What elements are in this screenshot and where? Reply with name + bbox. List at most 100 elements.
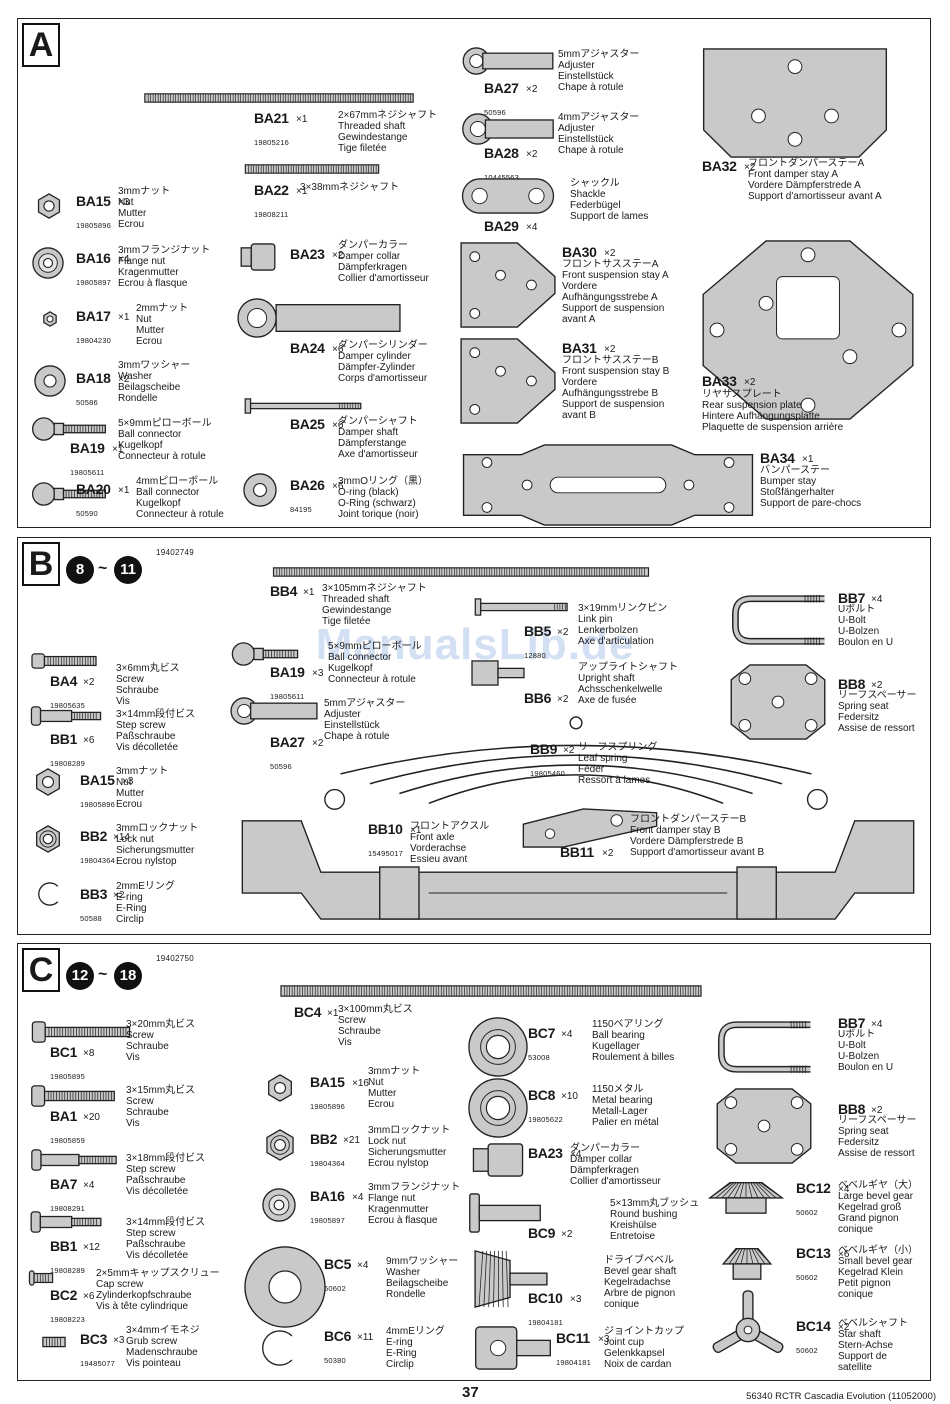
part-id-b-bb5: BB5 xyxy=(524,623,552,639)
part-id-c-bc13: BC13 xyxy=(796,1245,831,1261)
part-name-line: ダンパーシャフト xyxy=(338,416,418,427)
part-name-line: 5×9mmピローボール xyxy=(118,418,212,429)
part-code-b-ba27: 50596 xyxy=(270,762,292,771)
part-name-line: 3×14mm段付ビス xyxy=(126,1217,206,1228)
part-name-line: Vis décolletée xyxy=(116,742,179,753)
part-name-line: Large bevel gear xyxy=(838,1191,914,1202)
part-name-line: 3mmナット xyxy=(368,1066,421,1077)
part-id-a-ba23: BA23 xyxy=(290,246,325,262)
part-quantity-b-ba4: ×2 xyxy=(83,677,95,688)
part-quantity-c-bc1: ×8 xyxy=(83,1048,95,1059)
part-name-line: Ball connector xyxy=(118,429,182,440)
part-name-line: Plaquette de suspension arrière xyxy=(702,422,844,433)
part-id-a-ba34: BA34 xyxy=(760,450,795,466)
part-name-line: Axe de fusée xyxy=(578,695,637,706)
part-name-line: Cap screw xyxy=(96,1279,144,1290)
part-name-line: Front damper stay B xyxy=(630,825,721,836)
part-id-c-bc2: BC2 xyxy=(50,1287,78,1303)
part-name-line: Stern-Achse xyxy=(838,1340,894,1351)
part-id-b-ba4: BA4 xyxy=(50,673,78,689)
part-name-line: Einstellstück xyxy=(558,71,614,82)
part-id-c-ba7: BA7 xyxy=(50,1176,78,1192)
part-name-line: Lock nut xyxy=(368,1136,406,1147)
part-name-line: Ecrou xyxy=(368,1099,395,1110)
part-id-a-ba15: BA15 xyxy=(76,193,111,209)
part-drawing-a-ba29 xyxy=(461,178,555,214)
part-id-c-bb7: BB7 xyxy=(838,1015,866,1031)
part-quantity-a-ba27: ×2 xyxy=(526,84,538,95)
part-quantity-a-ba34: ×1 xyxy=(802,454,814,465)
part-drawing-c-bc4 xyxy=(280,985,702,997)
part-id-c-bc12: BC12 xyxy=(796,1180,831,1196)
part-name-line: Stoßfängerhalter xyxy=(760,487,835,498)
part-name-line: Gelenkkapsel xyxy=(604,1348,665,1359)
part-name-line: Tige filetée xyxy=(338,143,387,154)
part-name-line: Vordere xyxy=(562,377,598,388)
part-drawing-c-bb8 xyxy=(716,1088,812,1164)
part-id-c-bc10: BC10 xyxy=(528,1290,563,1306)
part-name-line: Aufhängungsstrebe B xyxy=(562,388,659,399)
part-quantity-c-bc13: ×6 xyxy=(838,1249,850,1260)
part-name-line: Palier en métal xyxy=(592,1117,659,1128)
part-name-line: Boulon en U xyxy=(838,1062,894,1073)
part-names-a-ba22: 3×38mmネジシャフト xyxy=(300,182,399,193)
part-name-line: Support de xyxy=(838,1351,887,1362)
part-code-a-ba18: 50586 xyxy=(76,398,98,407)
part-name-line: U-Bolt xyxy=(838,615,866,626)
part-name-line: Sicherungsmutter xyxy=(116,845,195,856)
part-id-a-ba27: BA27 xyxy=(484,80,519,96)
part-name-line: 3mmワッシャー xyxy=(118,360,191,371)
part-id-b-bb3: BB3 xyxy=(80,886,108,902)
part-name-line: 3×105mmネジシャフト xyxy=(322,583,427,594)
part-name-line: フロントダンパーステーA xyxy=(748,158,865,169)
part-quantity-b-bb2: ×14 xyxy=(113,832,130,843)
part-name-line: Beilagscheibe xyxy=(386,1278,449,1289)
part-name-line: フロントアクスル xyxy=(410,821,490,832)
part-name-line: Gewindestange xyxy=(338,132,408,143)
part-drawing-b-bb8 xyxy=(730,664,826,740)
part-code-c-ba1: 19805859 xyxy=(50,1136,85,1145)
part-name-line: Aufhängungsstrebe A xyxy=(562,292,658,303)
part-name-line: Kegelrad groß xyxy=(838,1202,902,1213)
part-name-line: Bevel gear shaft xyxy=(604,1266,677,1277)
part-quantity-a-ba25: ×6 xyxy=(332,420,344,431)
part-id-b-bb9: BB9 xyxy=(530,741,558,757)
part-name-line: conique xyxy=(604,1299,640,1310)
part-name-line: Petit pignon xyxy=(838,1278,891,1289)
part-name-line: satellite xyxy=(838,1362,872,1373)
part-name-line: Ball connector xyxy=(328,652,392,663)
part-drawing-a-ba18 xyxy=(34,365,66,397)
part-name-line: Federsitz xyxy=(838,712,880,723)
part-name-line: Ecrou nylstop xyxy=(368,1158,429,1169)
part-quantity-c-bc4: ×1 xyxy=(327,1008,339,1019)
part-name-line: 2mmナット xyxy=(136,303,189,314)
part-name-line: Metal bearing xyxy=(592,1095,653,1106)
part-name-line: Damper collar xyxy=(338,251,401,262)
part-name-line: O-Ring (schwarz) xyxy=(338,498,416,509)
part-code-b-bb5: 12880 xyxy=(524,651,546,660)
part-name-line: Mutter xyxy=(368,1088,397,1099)
part-drawing-a-ba32 xyxy=(702,48,888,158)
bag-letter-b: B xyxy=(22,542,60,586)
part-drawing-a-ba27 xyxy=(462,47,554,75)
part-name-line: Dämpferkragen xyxy=(338,262,407,273)
bag-code-b: 19402749 xyxy=(156,548,194,557)
part-name-line: Screw xyxy=(126,1030,154,1041)
part-drawing-a-ba19 xyxy=(31,417,106,441)
part-name-line: Schraube xyxy=(338,1026,381,1037)
part-quantity-b-bb1: ×6 xyxy=(83,735,95,746)
part-name-line: Dämpferkragen xyxy=(570,1165,639,1176)
part-code-c-bc7: 53008 xyxy=(528,1053,550,1062)
part-name-line: Support de suspension xyxy=(562,303,665,314)
part-name-line: 4mmピローボール xyxy=(136,476,219,487)
